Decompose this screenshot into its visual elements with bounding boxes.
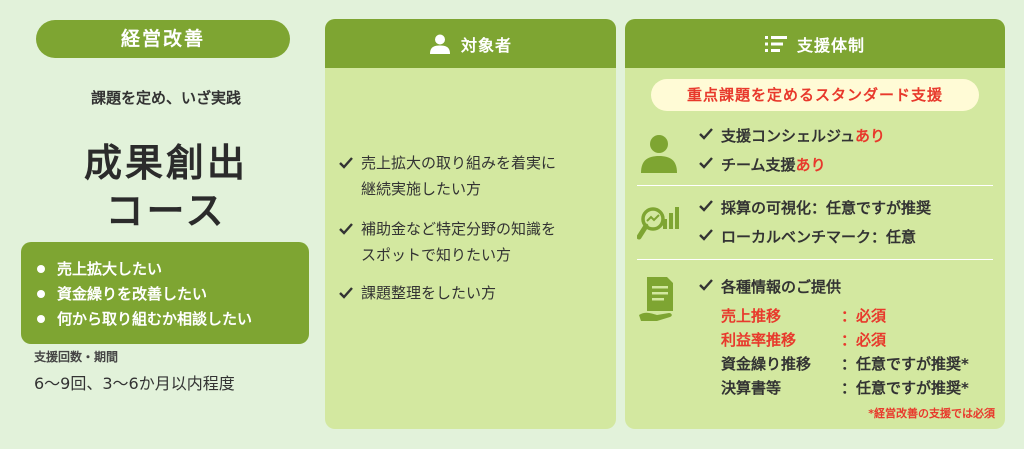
bullet-icon: [37, 264, 45, 273]
course-category-pill: 経営改善: [36, 20, 290, 58]
document-hand-icon: [639, 277, 673, 321]
need-item: 何から取り組むか相談したい: [37, 306, 309, 331]
course-title-line1: 成果創出: [83, 141, 248, 185]
support-panel: 支援体制 重点課題を定めるスタンダード支援 支援コンシェルジュあり チーム支援あ…: [625, 19, 1005, 429]
need-item: 売上拡大したい: [37, 256, 309, 281]
support-header-label: 支援体制: [796, 35, 865, 55]
target-item: 売上拡大の取り組みを着実に継続実施したい方: [339, 150, 556, 202]
course-summary: 経営改善 課題を定め、いざ実践 成果創出 コース 売上拡大したい 資金繰りを改善…: [20, 14, 312, 434]
support-banner: 重点課題を定めるスタンダード支援: [651, 79, 979, 111]
info-row-optional: 資金繰り推移：任意ですが推奨*: [721, 355, 969, 373]
period-value: 6～9回、3～6か月以内程度: [34, 374, 235, 393]
info-row-required: 売上推移：必須: [721, 307, 887, 325]
bullet-icon: [37, 289, 45, 298]
consultant-icon: [641, 135, 677, 173]
target-header-label: 対象者: [460, 35, 512, 55]
check-icon: [339, 280, 357, 307]
person-icon: [429, 34, 450, 54]
check-icon: [699, 126, 717, 144]
footnote: *経営改善の支援では必須: [868, 407, 995, 420]
check-icon: [699, 227, 717, 245]
target-panel: 対象者 売上拡大の取り組みを着実に継続実施したい方 補助金など特定分野の知識をス…: [325, 19, 616, 429]
section-divider: [637, 259, 993, 260]
support-item: 支援コンシェルジュあり: [699, 123, 885, 147]
course-subtitle: 課題を定め、いざ実践: [90, 89, 241, 107]
target-item: 補助金など特定分野の知識をスポットで知りたい方: [339, 216, 556, 268]
check-icon: [699, 155, 717, 173]
section-divider: [637, 185, 993, 186]
support-item: ローカルベンチマーク：任意: [699, 224, 916, 248]
info-row-optional: 決算書等：任意ですが推奨*: [721, 379, 969, 397]
need-item: 資金繰りを改善したい: [37, 281, 309, 306]
bullet-icon: [37, 314, 45, 323]
analytics-magnifier-icon: [637, 207, 679, 240]
target-header: 対象者: [325, 19, 616, 68]
check-icon: [339, 216, 357, 268]
support-item: 各種情報のご提供: [699, 274, 841, 298]
support-header: 支援体制: [625, 19, 1005, 68]
list-icon: [764, 35, 787, 52]
info-row-required: 利益率推移：必須: [721, 331, 887, 349]
support-item: チーム支援あり: [699, 152, 826, 176]
target-item: 課題整理をしたい方: [339, 280, 496, 307]
check-icon: [339, 150, 357, 202]
needs-box: 売上拡大したい 資金繰りを改善したい 何から取り組むか相談したい: [21, 242, 309, 344]
support-item: 採算の可視化：任意ですが推奨: [699, 195, 931, 219]
period-label: 支援回数・期間: [34, 350, 119, 364]
check-icon: [699, 198, 717, 216]
check-icon: [699, 277, 717, 295]
course-title-line2: コース: [105, 189, 227, 233]
